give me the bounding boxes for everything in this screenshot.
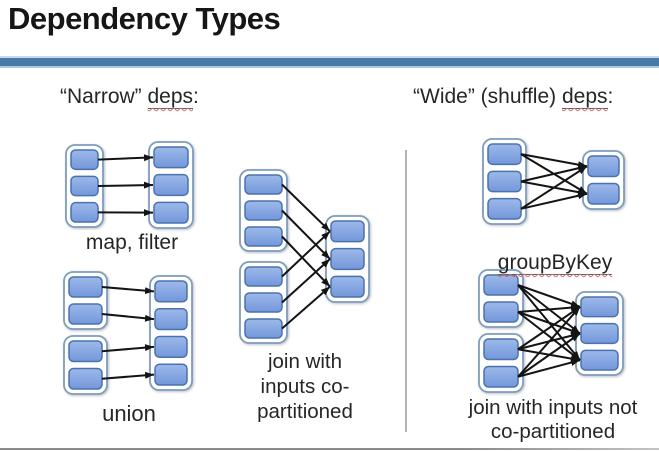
narrow-deps-header: “Narrow” deps: bbox=[60, 85, 199, 109]
dependency-arrow bbox=[517, 306, 581, 351]
slide-bottom-edge bbox=[0, 448, 659, 450]
rdd-partition bbox=[587, 182, 620, 205]
group-by-key-label: groupByKey bbox=[480, 227, 630, 275]
dependency-arrow bbox=[101, 313, 155, 322]
rdd-partition bbox=[153, 201, 189, 224]
dependency-arrow bbox=[101, 371, 155, 380]
rdd-partition bbox=[580, 349, 619, 371]
diagram-join-not-co-partitioned bbox=[478, 269, 624, 393]
rdd-partition bbox=[153, 146, 189, 169]
rdd-partition bbox=[330, 247, 365, 271]
rdd-partition bbox=[68, 303, 103, 325]
wide-header-prefix: “Wide” (shuffle) bbox=[413, 85, 562, 108]
narrow-header-suffix: : bbox=[193, 85, 199, 108]
narrow-header-underlined-word: deps bbox=[147, 85, 194, 109]
join-co-partitioned-label: join with inputs co- partitioned bbox=[257, 350, 353, 423]
dependency-arrow bbox=[281, 258, 331, 304]
diagram-map-filter bbox=[65, 141, 194, 229]
dependency-arrow bbox=[101, 344, 155, 353]
dependency-arrow bbox=[281, 285, 331, 330]
column-divider bbox=[405, 150, 407, 432]
diagram-join-co-partitioned bbox=[239, 169, 370, 344]
rdd-partition bbox=[153, 173, 189, 197]
dependency-arrow bbox=[520, 165, 588, 210]
dependency-arrow bbox=[517, 306, 581, 378]
rdd-partition bbox=[68, 276, 103, 298]
title-rule bbox=[0, 56, 659, 68]
rdd-partition bbox=[70, 175, 99, 197]
dependency-arrow bbox=[281, 235, 331, 288]
wide-header-suffix: : bbox=[607, 85, 614, 108]
dependency-arrow bbox=[520, 192, 588, 210]
rdd-partition bbox=[330, 275, 365, 298]
dependency-arrow bbox=[520, 164, 588, 183]
rdd-partition bbox=[487, 143, 522, 166]
dependency-arrow bbox=[97, 154, 154, 162]
dependency-arrow bbox=[281, 230, 331, 278]
wide-deps-header: “Wide” (shuffle) deps: bbox=[413, 85, 613, 109]
rdd-partition bbox=[483, 301, 519, 323]
rdd-partition bbox=[483, 274, 519, 296]
dependency-arrow bbox=[517, 332, 581, 378]
rdd-partition bbox=[244, 292, 283, 313]
diagram-group-by-key bbox=[482, 138, 625, 225]
rdd-partition bbox=[330, 220, 365, 243]
rdd-partition bbox=[68, 367, 103, 390]
rdd-container bbox=[149, 275, 193, 391]
dependency-arrow bbox=[517, 304, 581, 313]
wide-header-underlined-word: deps bbox=[561, 85, 608, 109]
rdd-partition bbox=[244, 200, 283, 221]
narrow-header-prefix: “Narrow” bbox=[60, 85, 148, 108]
dependency-arrow bbox=[101, 286, 155, 295]
rdd-partition bbox=[487, 197, 522, 220]
rdd-partition bbox=[580, 296, 619, 318]
rdd-partition bbox=[154, 280, 188, 303]
dependency-arrow bbox=[517, 311, 581, 361]
map-filter-label: map, filter bbox=[85, 231, 179, 254]
join-not-co-partitioned-label: join with inputs not co-partitioned bbox=[468, 396, 638, 443]
dependency-arrow bbox=[281, 209, 331, 260]
rdd-partition bbox=[483, 338, 519, 361]
diagram-union bbox=[63, 271, 193, 395]
rdd-partition bbox=[580, 322, 619, 345]
rdd-partition bbox=[587, 155, 620, 178]
rdd-partition bbox=[68, 340, 103, 363]
dependency-arrow bbox=[517, 359, 581, 378]
rdd-partition bbox=[70, 201, 99, 223]
union-label: union bbox=[102, 401, 156, 426]
rdd-partition bbox=[154, 335, 188, 358]
dependency-arrow bbox=[520, 153, 588, 169]
group-by-key-underlined-word: groupByKey bbox=[497, 251, 613, 275]
rdd-partition bbox=[487, 170, 522, 193]
rdd-partition bbox=[154, 363, 188, 386]
dependency-arrow bbox=[281, 183, 331, 233]
rdd-partition bbox=[244, 266, 283, 287]
rdd-partition bbox=[244, 174, 283, 195]
rdd-partition bbox=[483, 365, 519, 388]
dependency-arrow bbox=[97, 181, 154, 189]
rdd-partition bbox=[244, 318, 283, 339]
rdd-partition bbox=[244, 226, 283, 247]
dependency-arrow bbox=[517, 284, 581, 308]
rdd-partition bbox=[70, 149, 99, 171]
rdd-partition bbox=[154, 308, 188, 331]
page-title: Dependency Types bbox=[8, 1, 281, 36]
dependency-arrow bbox=[517, 311, 581, 335]
